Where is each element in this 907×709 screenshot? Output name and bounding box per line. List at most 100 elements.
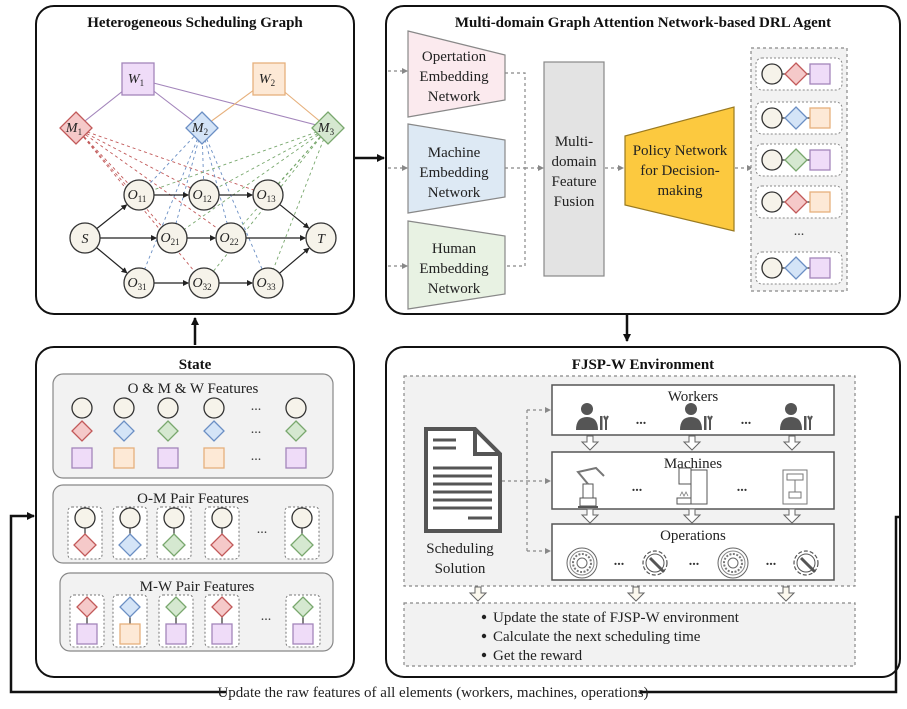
action-worker-node <box>809 257 831 279</box>
operations-box: Operations ......... <box>551 523 835 581</box>
state-worker-node <box>71 447 93 469</box>
operation-node-o31 <box>123 267 155 299</box>
om-pair-operation-node <box>211 507 233 529</box>
env-panel: FJSP-W Environment Scheduling Solution <box>385 346 901 678</box>
state-machine-node <box>113 420 135 442</box>
om-pair-features-group: O-M Pair Features ... <box>52 484 334 564</box>
action-worker-node <box>809 107 831 129</box>
svg-text:Multi-: Multi- <box>555 134 593 150</box>
machine-operation-edge <box>171 127 203 239</box>
action-candidate <box>755 101 843 135</box>
bearing-icon <box>566 547 598 579</box>
machine-operation-edge <box>201 127 232 239</box>
svg-text:Opertation: Opertation <box>422 49 487 65</box>
om-pair-machine-node <box>118 533 142 557</box>
worker-icon <box>576 403 609 430</box>
human-embedding-network: Human Embedding Network <box>407 220 506 310</box>
machine-operation-edge <box>75 127 232 239</box>
svg-text:Embedding: Embedding <box>419 165 489 181</box>
agent-panel: Multi-domain Graph Attention Network-bas… <box>385 5 901 315</box>
node-label: T <box>317 232 326 247</box>
gear-wrench-icon <box>793 550 819 576</box>
machine-operation-edge <box>201 127 269 284</box>
state-machine-node <box>203 420 225 442</box>
action-machine-node <box>784 106 808 130</box>
action-worker-node <box>809 191 831 213</box>
action-list: ... <box>750 47 848 292</box>
state-machine-node <box>71 420 93 442</box>
svg-text:domain: domain <box>552 154 597 170</box>
mw-pair-worker-node <box>165 623 187 645</box>
operation-node-o33 <box>252 267 284 299</box>
bearing-icon <box>717 547 749 579</box>
agent-panel-title: Multi-domain Graph Attention Network-bas… <box>455 15 831 31</box>
om-pair-operation-node <box>163 507 185 529</box>
machine-operation-edge <box>75 127 269 196</box>
action-candidate <box>755 185 843 219</box>
svg-text:O-M Pair Features: O-M Pair Features <box>137 491 249 507</box>
state-operation-node <box>113 397 135 419</box>
svg-text:Feature: Feature <box>552 174 597 190</box>
action-worker-node <box>809 149 831 171</box>
operation-node-o21 <box>156 222 188 254</box>
svg-text:Network: Network <box>428 89 481 105</box>
graph-panel-title: Heterogeneous Scheduling Graph <box>87 15 303 31</box>
machine-node-m2 <box>185 111 219 145</box>
action-candidate <box>755 57 843 91</box>
machine-operation-edge <box>75 127 205 196</box>
flow-down-arrow <box>626 586 646 602</box>
mw-pair-machine-node <box>292 596 314 618</box>
precedence-edge <box>96 247 128 274</box>
state-machine-node <box>157 420 179 442</box>
om-pair-machine-node <box>73 533 97 557</box>
machine-operation-edge <box>267 127 329 284</box>
action-machine-node <box>784 190 808 214</box>
state-operation-node <box>203 397 225 419</box>
robot-arm-icon <box>576 466 605 508</box>
action-machine-node <box>784 62 808 86</box>
policy-network: Policy Network for Decision- making <box>624 106 735 232</box>
om-pair-machine-node <box>290 533 314 557</box>
feedback-label: Update the raw features of all elements … <box>217 685 648 701</box>
ellipsis: ... <box>632 480 643 495</box>
operation-node-o13 <box>252 179 284 211</box>
worker-machine-edge <box>137 78 329 129</box>
mw-pair-machine-node <box>119 596 141 618</box>
mw-pair-worker-node <box>292 623 314 645</box>
state-operation-node <box>285 397 307 419</box>
action-operation-node <box>761 107 783 129</box>
precedence-edge <box>279 203 310 229</box>
state-worker-node <box>285 447 307 469</box>
bullet-1: Update the state of FJSP-W environment <box>493 610 740 626</box>
om-pair-machine-node <box>210 533 234 557</box>
machines-box: Machines ...... <box>551 451 835 510</box>
state-worker-node <box>157 447 179 469</box>
machine-operation-edge <box>171 127 329 239</box>
machine-node-m1 <box>59 111 93 145</box>
operation-node-o32 <box>188 267 220 299</box>
action-ellipsis: ... <box>794 224 805 239</box>
svg-text:Machine: Machine <box>428 145 481 161</box>
mw-pair-worker-node <box>119 623 141 645</box>
svg-text:O & M & W Features: O & M & W Features <box>128 381 259 397</box>
state-operation-node <box>71 397 93 419</box>
state-worker-node <box>113 447 135 469</box>
omw-features-group: O & M & W Features ......... <box>52 373 334 479</box>
flow-down-arrow <box>682 508 702 524</box>
mw-pair-worker-node <box>76 623 98 645</box>
press-machine-icon <box>782 469 808 505</box>
svg-text:Embedding: Embedding <box>419 69 489 85</box>
worker-node-w1 <box>121 62 155 96</box>
machine-node-m3 <box>311 111 345 145</box>
end-node <box>305 222 337 254</box>
om-pair-operation-node <box>291 507 313 529</box>
ellipsis: ... <box>614 554 625 569</box>
svg-text:Network: Network <box>428 185 481 201</box>
svg-text:Fusion: Fusion <box>554 194 595 210</box>
cnc-machine-icon <box>676 467 708 505</box>
precedence-edge <box>96 204 128 230</box>
ellipsis: ... <box>251 399 262 414</box>
start-node <box>69 222 101 254</box>
flow-down-arrow <box>782 508 802 524</box>
